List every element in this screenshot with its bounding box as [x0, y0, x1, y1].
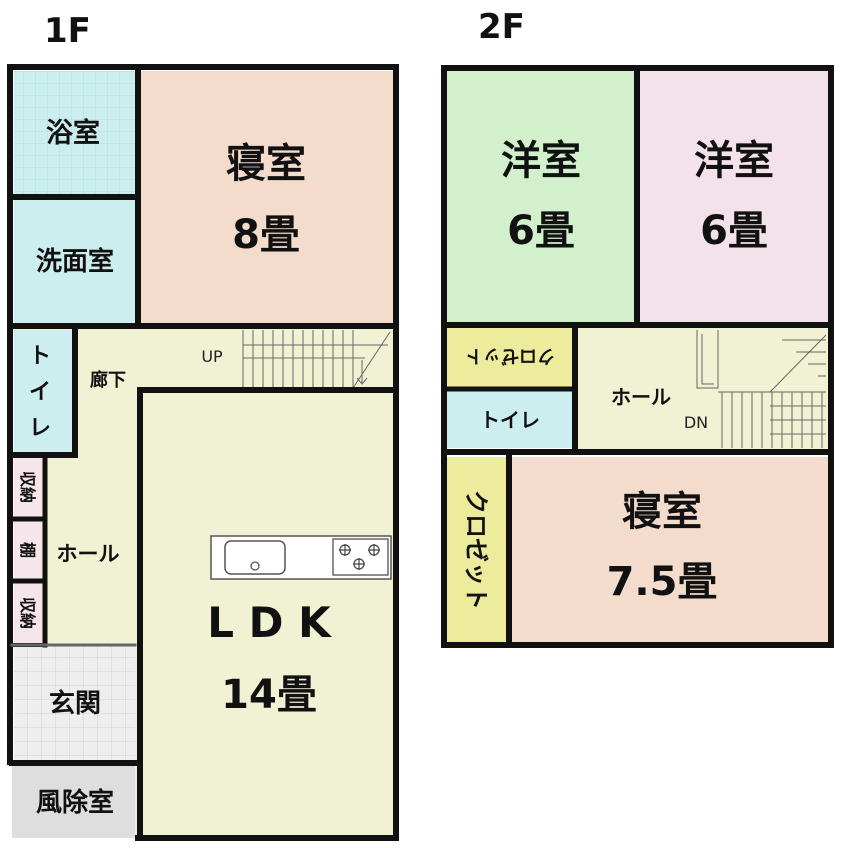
room-toilet-2f	[447, 390, 573, 448]
label-bedroom-1f: 寝室	[226, 141, 306, 187]
label-hall-2f: ホール	[611, 385, 671, 409]
label-hallway: 廊下	[90, 369, 126, 391]
walls-1f	[7, 64, 399, 841]
room-western-1	[447, 71, 636, 323]
stove-icon	[332, 538, 389, 576]
label-toilet-1f-2: レ	[29, 416, 51, 441]
room-windbreak	[12, 766, 135, 838]
label-entrance: 玄関	[49, 688, 101, 719]
label-toilet-1f-0: ト	[29, 344, 51, 369]
label-western-1-size: 6畳	[507, 208, 575, 254]
room-closet-small	[447, 328, 573, 387]
label-windbreak: 風除室	[36, 787, 114, 818]
label-bedroom-2f-size: 7.5畳	[607, 559, 718, 605]
stairs-up	[242, 330, 391, 389]
stairs-down	[696, 330, 827, 448]
label-closet-small: クロゼット	[465, 345, 555, 367]
label-washroom: 洗面室	[36, 246, 114, 277]
label-toilet-2f: トイレ	[480, 408, 540, 432]
room-western-2	[639, 71, 829, 323]
label-stairs-up: UP	[201, 347, 223, 366]
room-washroom	[14, 199, 135, 324]
label-hall-1f: ホール	[57, 542, 120, 566]
room-ldk	[142, 392, 394, 836]
label-ldk: L D K	[207, 598, 332, 647]
label-bath: 浴室	[46, 117, 100, 149]
label-ldk-size: 14畳	[221, 672, 317, 718]
floor-1f	[7, 64, 399, 841]
label-closet-tall: クロゼット	[462, 490, 490, 610]
label-toilet-1f-1: イ	[29, 380, 51, 405]
kitchen-counter	[210, 535, 392, 580]
room-bedroom-1f	[139, 71, 394, 324]
label-stairs-down: DN	[684, 413, 708, 432]
label-bedroom-1f-size: 8畳	[232, 212, 300, 258]
floor-label-1f: 1F	[44, 11, 91, 51]
room-entrance	[14, 645, 135, 760]
label-bedroom-2f: 寝室	[622, 489, 702, 535]
room-bedroom-2f	[511, 457, 829, 643]
label-storage-upper: 収納	[18, 471, 37, 503]
label-shelf: 棚	[18, 542, 37, 558]
label-western-1: 洋室	[501, 138, 581, 184]
room-storage-upper	[14, 457, 42, 517]
room-storage-lower	[14, 583, 42, 643]
label-western-2-size: 6畳	[700, 208, 768, 254]
room-toilet-1f	[14, 330, 72, 452]
room-bath	[14, 71, 135, 196]
floor-2f	[441, 65, 834, 648]
floor-label-2f: 2F	[478, 7, 525, 47]
label-storage-lower: 収納	[18, 597, 37, 629]
sink-icon	[224, 540, 286, 575]
room-shelf	[14, 521, 42, 579]
label-western-2: 洋室	[694, 138, 774, 184]
walls-2f	[441, 65, 834, 648]
room-closet-tall	[447, 457, 507, 643]
